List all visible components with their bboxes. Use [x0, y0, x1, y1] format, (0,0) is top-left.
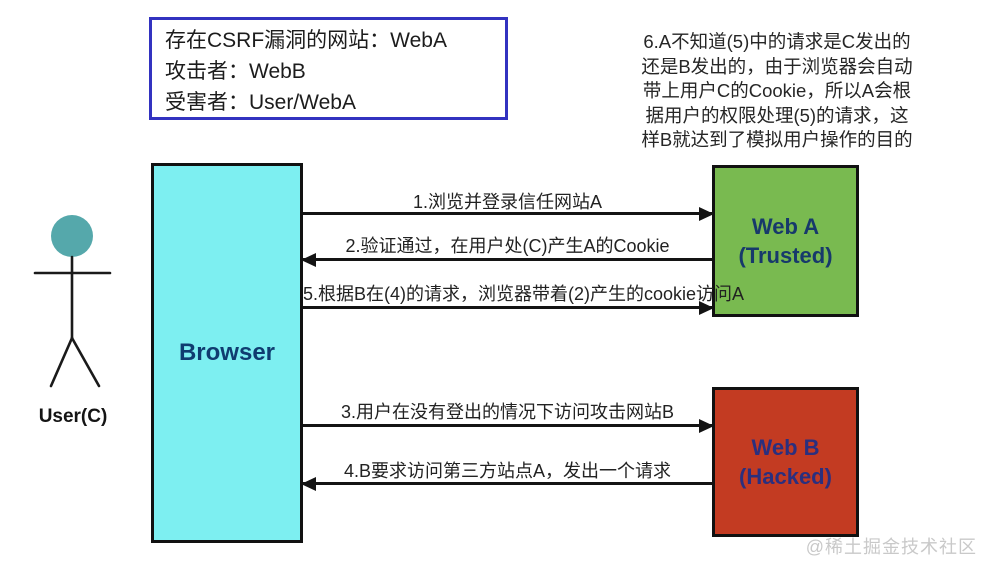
web-a-node-status: (Trusted)	[738, 243, 833, 268]
flow-5-arrow-right-icon	[303, 306, 712, 309]
user-stick-figure-icon	[33, 215, 112, 388]
flow-5-label: 5.根据B在(4)的请求，浏览器带着(2)产生的cookie访问A	[303, 284, 745, 304]
legend-line-vulnerable-site: 存在CSRF漏洞的网站：WebA	[165, 29, 447, 52]
legend-box: 存在CSRF漏洞的网站：WebA 攻击者：WebB 受害者：User/WebA	[149, 17, 508, 120]
web-b-node-name: Web B	[751, 435, 820, 460]
web-a-node: Web A (Trusted)	[712, 165, 859, 317]
flow-2-label: 2.验证通过，在用户处(C)产生A的Cookie	[345, 236, 670, 256]
browser-node-label: Browser	[178, 339, 276, 366]
flow-3-arrow-right-icon	[303, 424, 712, 427]
note-line: 6.A不知道(5)中的请求是C发出的	[643, 31, 911, 52]
note-line: 样B就达到了模拟用户操作的目的	[641, 129, 913, 150]
flow-4-label: 4.B要求访问第三方站点A，发出一个请求	[343, 461, 672, 481]
legend-line-victim: 受害者：User/WebA	[165, 91, 356, 114]
watermark: @稀土掘金技术社区	[805, 537, 977, 557]
legend-line-attacker: 攻击者：WebB	[165, 60, 306, 83]
step6-note: 6.A不知道(5)中的请求是C发出的 还是B发出的，由于浏览器会自动 带上用户C…	[641, 30, 913, 153]
note-line: 据用户的权限处理(5)的请求，这	[645, 104, 909, 126]
flow-2-arrow-left-icon	[303, 258, 712, 261]
note-line: 带上用户C的Cookie，所以A会根	[642, 80, 912, 101]
note-line: 还是B发出的，由于浏览器会自动	[641, 55, 913, 77]
flow-3-label: 3.用户在没有登出的情况下访问攻击网站B	[340, 402, 675, 422]
browser-node: Browser	[151, 163, 303, 543]
web-b-node: Web B (Hacked)	[712, 387, 859, 537]
flow-1-label: 1.浏览并登录信任网站A	[412, 192, 603, 212]
web-b-node-status: (Hacked)	[739, 464, 832, 489]
web-a-node-name: Web A	[751, 214, 820, 239]
flow-1-arrow-right-icon	[303, 212, 712, 215]
flow-4-arrow-left-icon	[303, 482, 712, 485]
user-label: User(C)	[38, 406, 108, 427]
